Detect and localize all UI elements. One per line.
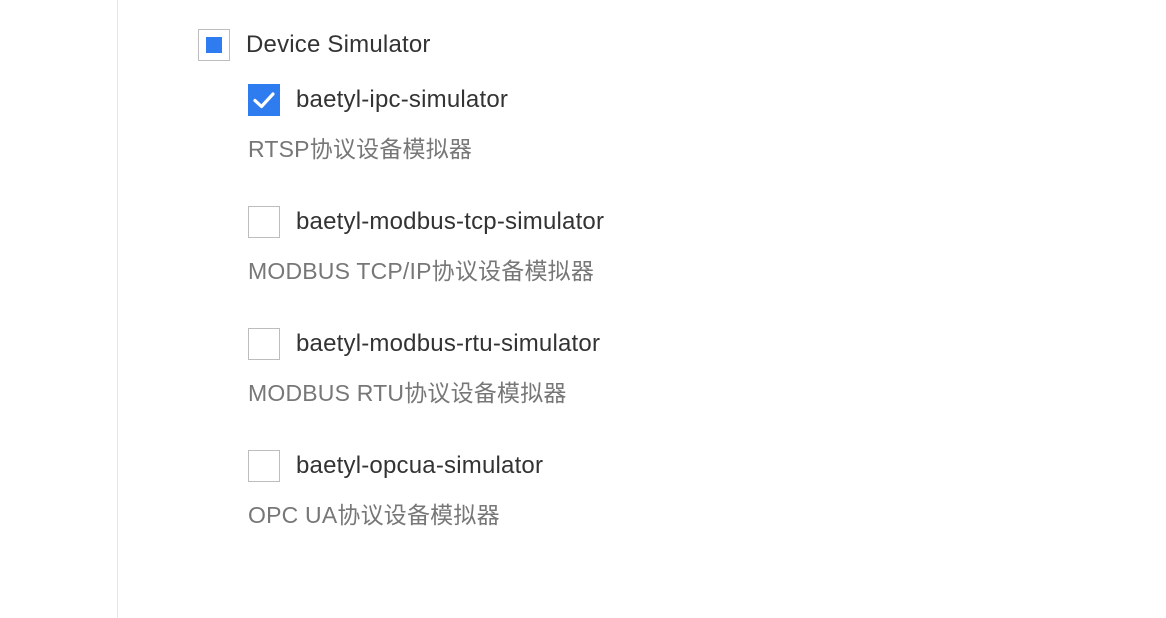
option-label: baetyl-modbus-rtu-simulator bbox=[296, 330, 601, 357]
simulator-options-list: baetyl-ipc-simulator RTSP协议设备模拟器 baetyl-… bbox=[248, 84, 604, 572]
option-modbus-tcp-simulator: baetyl-modbus-tcp-simulator MODBUS TCP/I… bbox=[248, 206, 604, 328]
option-checkbox[interactable] bbox=[248, 328, 280, 360]
option-ipc-simulator: baetyl-ipc-simulator RTSP协议设备模拟器 bbox=[248, 84, 604, 206]
option-row[interactable]: baetyl-opcua-simulator bbox=[248, 450, 604, 482]
option-checkbox[interactable] bbox=[248, 450, 280, 482]
option-description: RTSP协议设备模拟器 bbox=[248, 136, 473, 162]
option-description: MODBUS RTU协议设备模拟器 bbox=[248, 380, 567, 406]
option-opcua-simulator: baetyl-opcua-simulator OPC UA协议设备模拟器 bbox=[248, 450, 604, 572]
option-label: baetyl-opcua-simulator bbox=[296, 452, 544, 479]
option-label: baetyl-ipc-simulator bbox=[296, 86, 509, 113]
indeterminate-mark-icon bbox=[206, 37, 222, 53]
option-row[interactable]: baetyl-modbus-tcp-simulator bbox=[248, 206, 604, 238]
option-row[interactable]: baetyl-ipc-simulator bbox=[248, 84, 604, 116]
option-row[interactable]: baetyl-modbus-rtu-simulator bbox=[248, 328, 604, 360]
group-checkbox-indeterminate[interactable] bbox=[198, 29, 230, 61]
option-label: baetyl-modbus-tcp-simulator bbox=[296, 208, 605, 235]
option-modbus-rtu-simulator: baetyl-modbus-rtu-simulator MODBUS RTU协议… bbox=[248, 328, 604, 450]
device-simulator-group[interactable]: Device Simulator bbox=[198, 29, 431, 61]
option-description: OPC UA协议设备模拟器 bbox=[248, 502, 500, 528]
option-description: MODBUS TCP/IP协议设备模拟器 bbox=[248, 258, 595, 284]
checkmark-icon bbox=[253, 92, 275, 109]
left-divider bbox=[117, 0, 118, 618]
option-checkbox-checked[interactable] bbox=[248, 84, 280, 116]
option-checkbox[interactable] bbox=[248, 206, 280, 238]
group-label: Device Simulator bbox=[246, 31, 431, 58]
